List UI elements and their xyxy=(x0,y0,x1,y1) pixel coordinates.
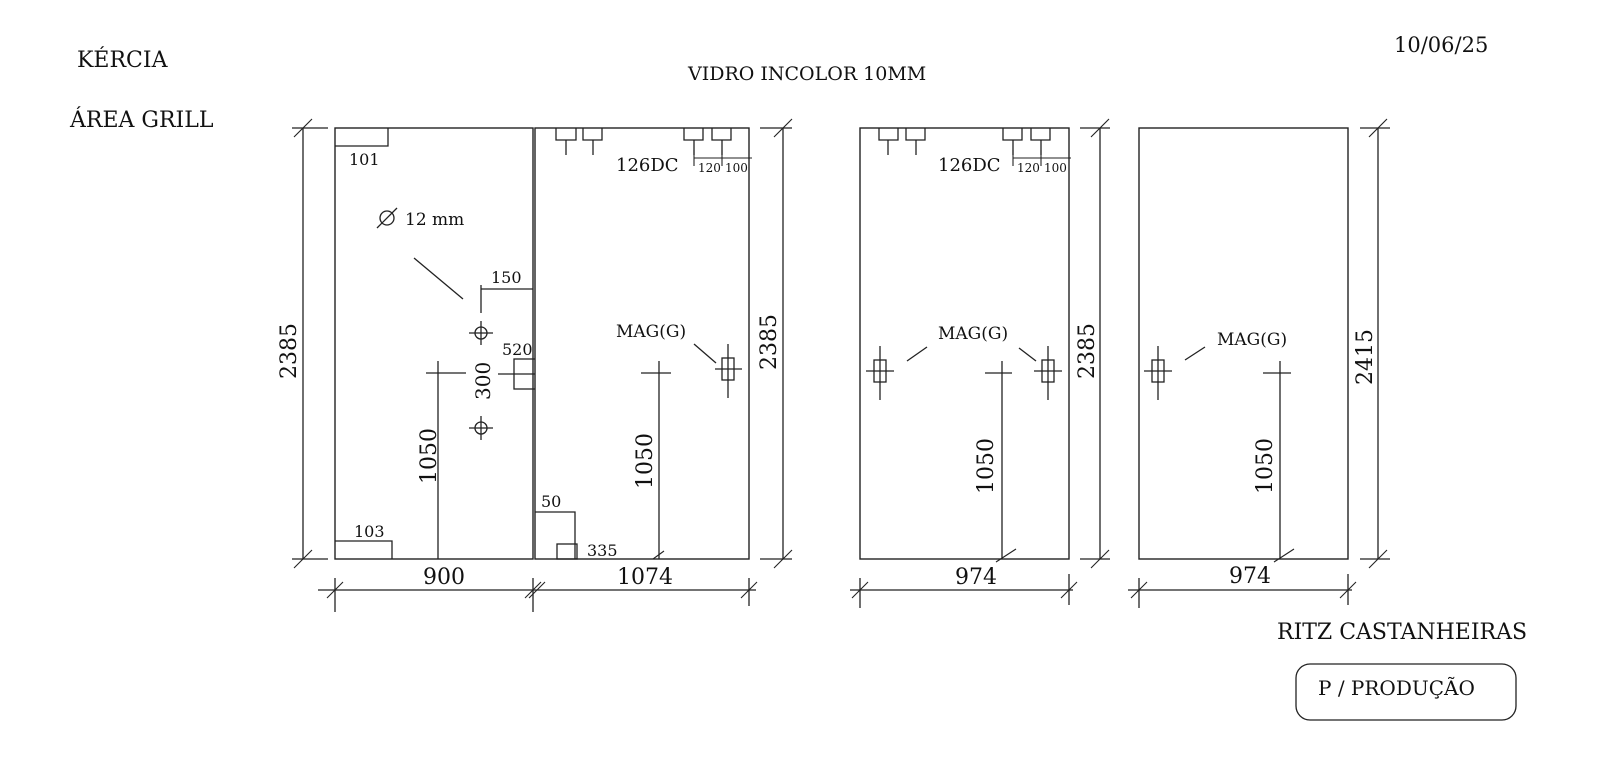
height-tick-bottom xyxy=(1368,549,1388,569)
hinge-dim-1-label: 120 xyxy=(1017,161,1040,175)
magnet-label: MAG(G) xyxy=(938,324,1008,344)
magnet-leader-line xyxy=(1184,346,1206,361)
corner-notch-top xyxy=(335,128,389,147)
panel-3-height-label: 2385 xyxy=(1075,323,1100,379)
diameter-symbol-icon xyxy=(376,207,398,229)
fixed-panel-outline xyxy=(334,127,534,560)
fixed-panel: 101 103 12 mm 150 300 1050 xyxy=(277,118,568,612)
drawing-date: 10/06/25 xyxy=(1394,33,1488,57)
panel-3-width-label: 974 xyxy=(955,565,997,590)
hole-spacing-label: 300 xyxy=(471,362,495,400)
hinge-icon xyxy=(878,128,899,155)
production-stamp-label: P / PRODUÇÃO xyxy=(1318,676,1475,700)
project-name: RITZ CASTANHEIRAS xyxy=(1277,620,1527,645)
height-tick-bottom xyxy=(1090,549,1110,569)
width-tick-left xyxy=(326,581,344,599)
panel-4-width-label: 974 xyxy=(1229,564,1271,589)
hinge-dim-2-label: 100 xyxy=(725,161,748,175)
magnet-leader-line xyxy=(693,343,717,364)
door-width-label: 1074 xyxy=(617,565,673,590)
width-tick-right xyxy=(740,581,758,599)
height-tick-bottom xyxy=(293,549,313,569)
corner-top-label: 101 xyxy=(349,150,380,169)
area-name: ÁREA GRILL xyxy=(69,106,214,133)
door-handle-height-label: 1050 xyxy=(633,433,658,489)
hinge-label: 126DC xyxy=(616,155,679,176)
magnet-label: MAG(G) xyxy=(1217,330,1287,350)
hole-lower-icon xyxy=(469,416,493,440)
glass-spec-title: VIDRO INCOLOR 10MM xyxy=(687,63,926,85)
magnet-icon xyxy=(1144,346,1172,400)
magnet-icon xyxy=(715,344,742,398)
width-tick-left xyxy=(851,581,869,599)
handle-height-tick xyxy=(652,550,665,560)
lock-cutout-bottom xyxy=(556,543,578,560)
height-tick-top xyxy=(773,118,793,138)
lock-offset-line xyxy=(535,511,576,559)
lock-offset-label: 50 xyxy=(541,492,561,511)
panel-3-handle-height-label: 1050 xyxy=(974,438,999,494)
height-tick-top xyxy=(1368,118,1388,138)
hinge-dim-2-label: 100 xyxy=(1044,161,1067,175)
door-panel-outline xyxy=(534,127,750,560)
door-panel: 126DC 120 100 MAG(G) 1050 50 335 2385 xyxy=(524,118,793,612)
client-name: KÉRCIA xyxy=(77,46,169,73)
height-tick-top xyxy=(293,118,313,138)
corner-bottom-label: 103 xyxy=(354,522,385,541)
panel-4-handle-height-label: 1050 xyxy=(1253,438,1278,494)
hinge-icon xyxy=(555,128,577,155)
height-tick-top xyxy=(1090,118,1110,138)
corner-notch-bottom xyxy=(335,540,393,559)
height-tick-bottom xyxy=(773,549,793,569)
hinge-dim-1-label: 120 xyxy=(698,161,721,175)
magnet-leader-line xyxy=(906,346,928,362)
magnet-label: MAG(G) xyxy=(616,322,686,342)
panel-4: MAG(G) 1050 2415 974 xyxy=(1128,118,1390,608)
fixed-height-label: 2385 xyxy=(277,323,302,379)
handle-height-tick xyxy=(995,548,1017,563)
production-stamp-frame xyxy=(1295,663,1517,721)
width-tick-right xyxy=(1060,581,1078,599)
panel-4-height-label: 2415 xyxy=(1353,329,1378,385)
width-tick-left xyxy=(1130,581,1148,599)
width-tick-left xyxy=(524,581,542,599)
width-tick-left xyxy=(528,581,546,599)
width-tick-right xyxy=(1339,581,1357,599)
handle-height-label: 1050 xyxy=(417,428,442,484)
hole-upper-icon xyxy=(469,321,493,345)
hinge-icon xyxy=(905,128,926,155)
lock-left-label: 520 xyxy=(502,340,533,359)
hole-leader-line xyxy=(413,257,464,300)
handle-height-tick xyxy=(1273,548,1295,563)
magnet-icon xyxy=(866,346,894,400)
hole-diameter-label: 12 mm xyxy=(405,210,464,230)
fixed-width-label: 900 xyxy=(423,565,465,590)
panel-3-outline xyxy=(859,127,1070,560)
hinge-label: 126DC xyxy=(938,155,1001,176)
hole-offset-label: 150 xyxy=(491,268,522,287)
panel-3: 126DC 120 100 MAG(G) 1050 2385 xyxy=(850,118,1110,608)
hinge-icon xyxy=(582,128,603,155)
door-height-label: 2385 xyxy=(757,314,782,370)
magnet-icon xyxy=(1034,346,1062,400)
lock-width-label: 335 xyxy=(587,541,618,560)
magnet-leader-line xyxy=(1018,347,1037,362)
panel-4-outline xyxy=(1138,127,1349,560)
